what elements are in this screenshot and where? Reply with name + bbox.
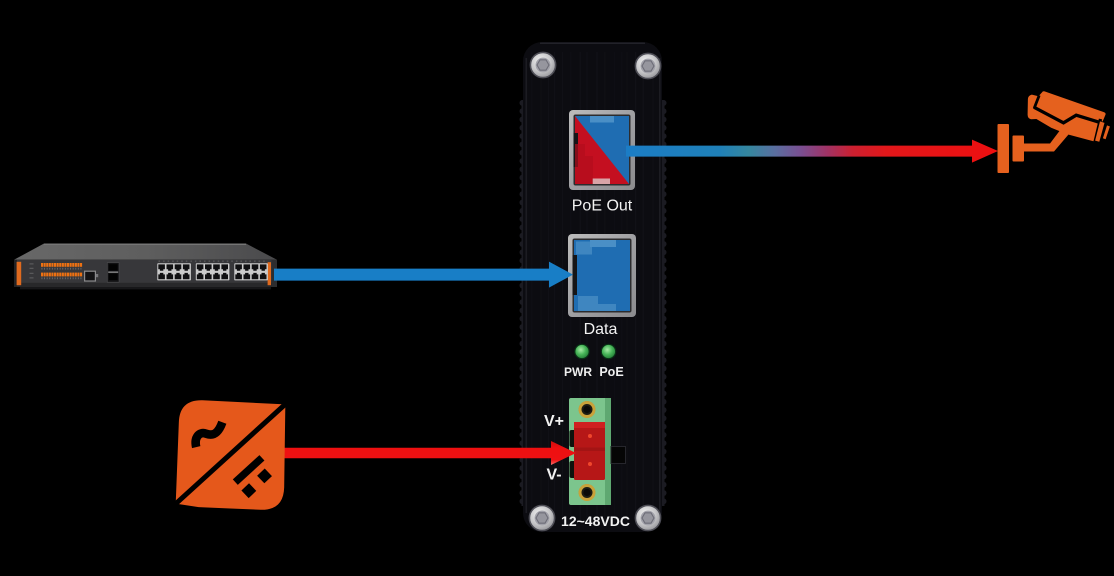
svg-text:PWR: PWR bbox=[564, 365, 592, 379]
svg-text:Data: Data bbox=[584, 321, 618, 338]
svg-text:PoE Out: PoE Out bbox=[572, 198, 633, 215]
svg-text:V+: V+ bbox=[544, 413, 564, 430]
svg-text:12~48VDC: 12~48VDC bbox=[561, 513, 630, 529]
svg-text:PoE: PoE bbox=[599, 365, 623, 379]
svg-text:V-: V- bbox=[546, 467, 561, 484]
